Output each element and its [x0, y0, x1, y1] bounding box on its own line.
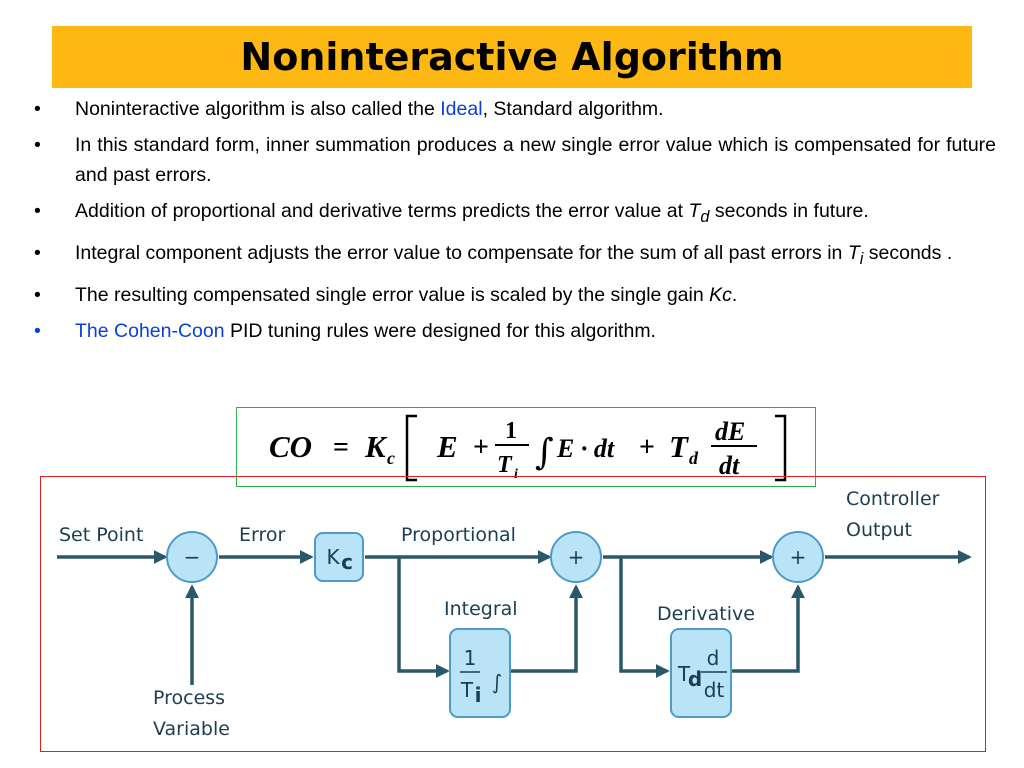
title-bar: Noninteractive Algorithm: [52, 26, 972, 88]
bullet-list: Noninteractive algorithm is also called …: [34, 94, 996, 352]
process-label-line2: Variable: [153, 718, 230, 740]
derivative-td: T: [677, 662, 691, 686]
ti-var: T: [847, 241, 860, 264]
bullet-text: In this standard form, inner summation p…: [75, 134, 996, 186]
kc-block: [314, 532, 364, 582]
bullet-text: seconds .: [863, 241, 953, 264]
cohen-coon-highlight: The Cohen-Coon: [75, 319, 225, 342]
integral-output-arrow: [511, 584, 583, 673]
td-sub: d: [700, 207, 710, 226]
integral-one: 1: [464, 646, 477, 670]
bullet-6: The Cohen-Coon PID tuning rules were des…: [34, 316, 996, 346]
plus-sign-2: +: [790, 545, 807, 569]
derivative-label: Derivative: [657, 603, 755, 625]
eq-deriv-num: dE: [715, 417, 745, 446]
integral-sign-icon: ∫: [492, 670, 502, 694]
derivative-d: d: [707, 646, 720, 670]
minus-sign: −: [184, 545, 201, 569]
eq-lhs: CO: [269, 429, 312, 464]
equation: CO = K c E + 1 T i ∫ E · dt + T d dE dt: [269, 414, 787, 482]
bullet-3: Addition of proportional and derivative …: [34, 196, 996, 232]
derivative-block: [670, 628, 732, 718]
bullet-2: In this standard form, inner summation p…: [34, 130, 996, 190]
eq-td-sub: d: [689, 448, 699, 468]
eq-td: T: [669, 429, 689, 464]
eq-equals: =: [333, 432, 349, 463]
derivative-dt: dt: [704, 678, 725, 702]
bullet-text: Noninteractive algorithm is also called …: [75, 98, 441, 120]
eq-gain: K: [364, 429, 388, 464]
proportional-label: Proportional: [401, 524, 516, 546]
bullet-text: Addition of proportional and derivative …: [75, 200, 689, 222]
bullet-text: .: [731, 283, 738, 306]
kc-label: K: [326, 545, 340, 569]
set-point-label: Set Point: [59, 524, 143, 546]
sum-junction-2: [772, 531, 824, 583]
eq-plus-2: +: [639, 432, 655, 463]
integral-ti: T: [460, 678, 474, 702]
bullet-4: Integral component adjusts the error val…: [34, 238, 996, 274]
integral-block: [449, 628, 511, 718]
controller-label-line2: Output: [846, 519, 912, 541]
eq-plus-1: +: [473, 432, 489, 463]
derivative-input-arrow: [619, 557, 670, 678]
error-junction: [166, 531, 218, 583]
eq-frac-num: 1: [505, 418, 517, 444]
bullet-5: The resulting compensated single error v…: [34, 280, 996, 310]
error-label: Error: [239, 524, 286, 546]
eq-frac-den: T: [497, 452, 513, 478]
bullet-text: Integral component adjusts the error val…: [75, 241, 848, 264]
integral-ti-sub: i: [475, 683, 482, 707]
integral-input-arrow: [397, 557, 450, 678]
derivative-output-arrow: [731, 584, 805, 673]
eq-term-e: E: [436, 429, 458, 464]
eq-integrand: E · dt: [556, 434, 615, 463]
eq-deriv-den: dt: [719, 451, 740, 480]
kc-sub: c: [341, 550, 353, 574]
slide-title: Noninteractive Algorithm: [240, 35, 784, 79]
ti-sub: i: [859, 249, 864, 268]
plus-sign-1: +: [568, 545, 585, 569]
bullet-1: Noninteractive algorithm is also called …: [34, 94, 996, 124]
kc-var: Kc: [709, 283, 732, 306]
process-label-line1: Process: [153, 687, 225, 709]
eq-gain-sub: c: [387, 448, 395, 468]
td-var: T: [688, 200, 701, 222]
sum-junction-1: [550, 531, 602, 583]
eq-integral-sign: ∫: [535, 432, 554, 473]
equation-box: CO = K c E + 1 T i ∫ E · dt + T d dE dt: [236, 407, 816, 487]
eq-left-bracket: [405, 414, 417, 482]
controller-label-line1: Controller: [846, 488, 940, 510]
bullet-text: PID tuning rules were designed for this …: [224, 319, 656, 342]
eq-right-bracket: [775, 414, 787, 482]
bullet-text: seconds in future.: [709, 200, 869, 222]
derivative-td-sub: d: [688, 667, 702, 691]
eq-frac-den-sub: i: [514, 467, 518, 482]
ideal-highlight: Ideal: [440, 98, 483, 120]
bullet-text: , Standard algorithm.: [482, 98, 664, 120]
integral-label: Integral: [444, 598, 518, 620]
block-diagram: − + + K c 1 T i ∫ T d d dt Set Point Err…: [40, 476, 986, 752]
bullet-text: The resulting compensated single error v…: [75, 283, 710, 306]
